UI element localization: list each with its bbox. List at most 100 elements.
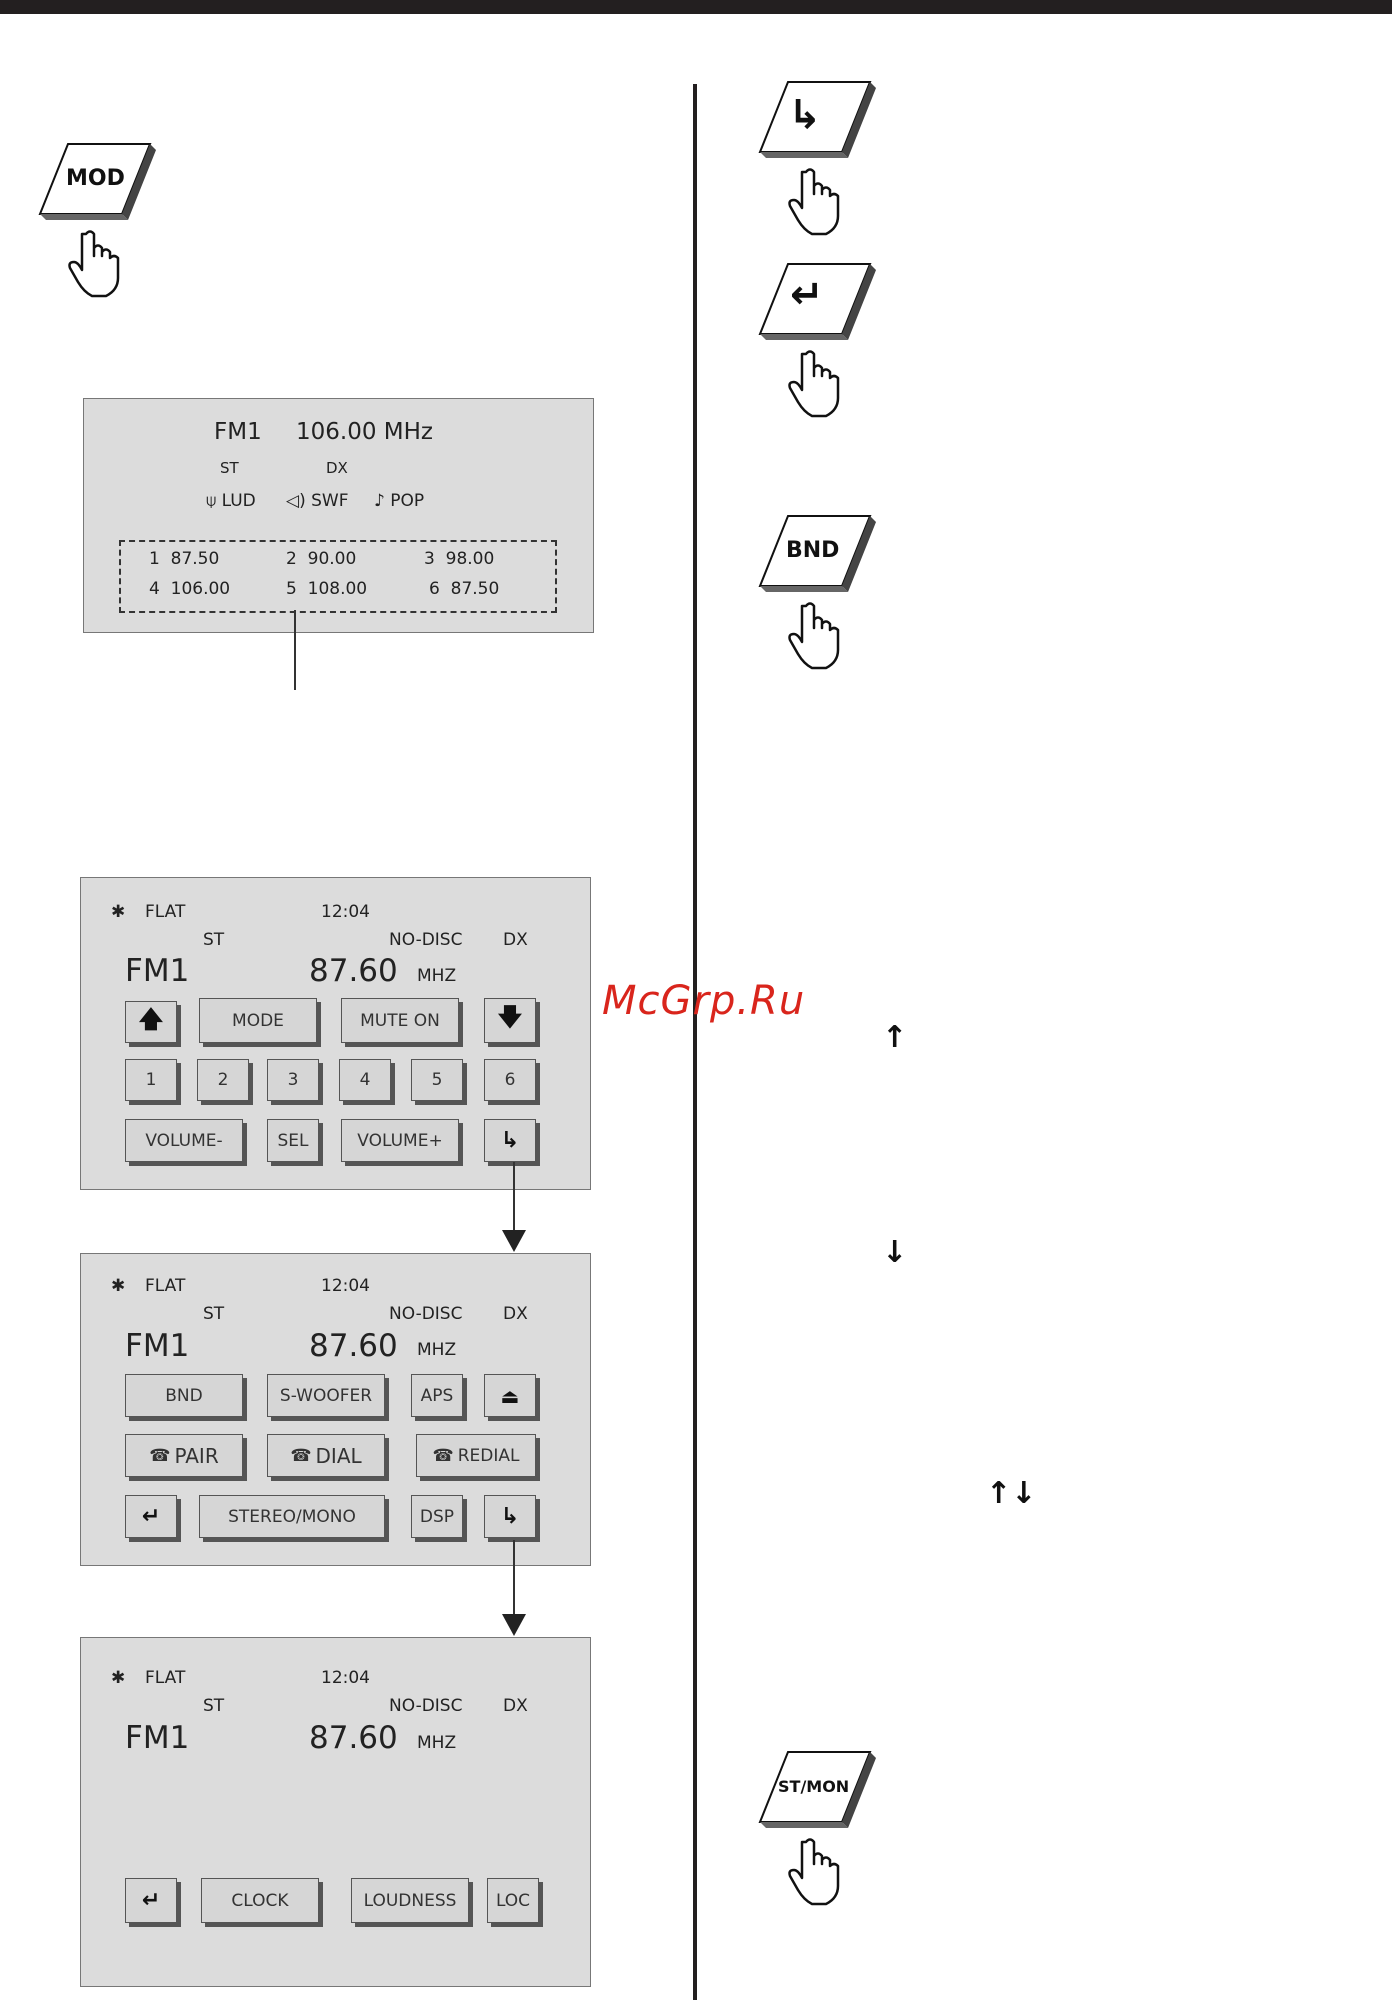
bluetooth-icon: ✱ (111, 1668, 126, 1688)
touch-screen-page-3: ✱ FLAT 12:04 ST NO-DISC DX FM1 87.60 MHZ… (80, 1637, 591, 1987)
next-page-button[interactable]: ↳ (484, 1119, 536, 1162)
phone-icon: ☎ (149, 1445, 171, 1466)
bluetooth-icon: ✱ (111, 902, 126, 922)
dial-button[interactable]: ☎DIAL (267, 1434, 385, 1477)
mod-key-button[interactable]: MOD (38, 140, 158, 220)
bluetooth-icon: ✱ (111, 1276, 126, 1296)
back-button[interactable]: ↵ (125, 1495, 177, 1538)
swf-label: SWF (311, 491, 349, 511)
return-icon: ↵ (141, 1504, 161, 1529)
eq-label: FLAT (145, 1668, 186, 1688)
preset-list-box (119, 540, 557, 613)
loc-button[interactable]: LOC (487, 1878, 539, 1923)
stereo-indicator: ST (203, 1304, 225, 1324)
stereo-indicator: ST (203, 930, 225, 950)
frequency-label: 87.60 (309, 1328, 398, 1364)
bnd-button[interactable]: BND (125, 1374, 243, 1417)
unit-label: MHZ (417, 966, 457, 986)
phone-icon: ☎ (432, 1445, 454, 1466)
band-label: FM1 (125, 953, 190, 989)
flow-line-1 (513, 1162, 515, 1242)
lud-label: LUD (221, 491, 256, 511)
seek-down-button[interactable]: 🡇 (484, 998, 536, 1043)
preset-item[interactable]: 5 108.00 (286, 579, 368, 599)
stereo-indicator: ST (220, 459, 239, 477)
band-label: FM1 (214, 419, 262, 445)
dx-indicator: DX (503, 930, 528, 950)
st-mon-key-button[interactable]: ST/MON (758, 1748, 878, 1828)
no-disc-indicator: NO-DISC (389, 930, 463, 950)
sel-button[interactable]: SEL (267, 1119, 319, 1162)
clock-display: 12:04 (321, 1276, 370, 1296)
eq-label: FLAT (145, 902, 186, 922)
mute-button[interactable]: MUTE ON (341, 998, 459, 1043)
no-disc-indicator: NO-DISC (389, 1304, 463, 1324)
return-key-button[interactable]: ↵ (758, 260, 878, 340)
hand-pointer-icon (786, 166, 846, 240)
next-page-icon: ↳ (788, 92, 822, 138)
preset-item[interactable]: 2 90.00 (286, 549, 357, 569)
bnd-key-button[interactable]: BND (758, 512, 878, 592)
next-page-button[interactable]: ↳ (484, 1495, 536, 1538)
dial-label: DIAL (315, 1443, 362, 1468)
preset-3-button[interactable]: 3 (267, 1059, 319, 1101)
pair-button[interactable]: ☎PAIR (125, 1434, 243, 1477)
dx-indicator: DX (503, 1304, 528, 1324)
bnd-key-label: BND (786, 538, 840, 563)
eject-button[interactable]: ⏏ (484, 1374, 536, 1417)
band-label: FM1 (125, 1328, 190, 1364)
frequency-label: 106.00 MHz (296, 419, 434, 445)
subwoofer-button[interactable]: S-WOOFER (267, 1374, 385, 1417)
pop-row: ♪ POP (374, 491, 424, 511)
arrow-down-icon: ↓ (882, 1235, 908, 1270)
dsp-button[interactable]: DSP (411, 1495, 463, 1538)
lud-row: ⍦ LUD (206, 491, 256, 511)
hand-pointer-icon (786, 1836, 846, 1910)
dx-indicator: DX (326, 459, 348, 477)
touch-screen-page-2: ✱ FLAT 12:04 ST NO-DISC DX FM1 87.60 MHZ… (80, 1253, 591, 1566)
preset-1-button[interactable]: 1 (125, 1059, 177, 1101)
pop-label: POP (390, 491, 425, 511)
arrow-up-down-icon: ↑↓ (986, 1476, 1037, 1511)
volume-down-button[interactable]: VOLUME- (125, 1119, 243, 1162)
header-bar (0, 0, 1392, 14)
mod-key-label: MOD (66, 166, 125, 191)
clock-button[interactable]: CLOCK (201, 1878, 319, 1923)
mode-button[interactable]: MODE (199, 998, 317, 1043)
return-icon: ↵ (790, 272, 824, 318)
seek-up-button[interactable]: 🡅 (125, 1001, 177, 1043)
loudness-button[interactable]: LOUDNESS (351, 1878, 469, 1923)
return-icon: ↵ (141, 1888, 161, 1913)
back-button[interactable]: ↵ (125, 1878, 177, 1923)
next-page-icon: ↳ (500, 1128, 520, 1153)
stereo-indicator: ST (203, 1696, 225, 1716)
watermark-text: McGrp.Ru (602, 978, 806, 1024)
preset-item[interactable]: 4 106.00 (149, 579, 231, 599)
arrow-up-icon: 🡅 (138, 1004, 164, 1033)
preset-2-button[interactable]: 2 (197, 1059, 249, 1101)
no-disc-indicator: NO-DISC (389, 1696, 463, 1716)
hand-pointer-icon (786, 348, 846, 422)
preset-item[interactable]: 1 87.50 (149, 549, 220, 569)
arrow-down-icon: 🡇 (497, 1003, 523, 1031)
speaker-icon: ◁) (286, 491, 306, 511)
volume-up-button[interactable]: VOLUME+ (341, 1119, 459, 1162)
touch-screen-page-1: ✱ FLAT 12:04 ST NO-DISC DX FM1 87.60 MHZ… (80, 877, 591, 1190)
preset-6-button[interactable]: 6 (484, 1059, 536, 1101)
column-divider (693, 84, 697, 2000)
preset-5-button[interactable]: 5 (411, 1059, 463, 1101)
stereo-mono-button[interactable]: STEREO/MONO (199, 1495, 385, 1538)
frequency-label: 87.60 (309, 953, 398, 989)
st-mon-key-label: ST/MON (778, 1777, 850, 1796)
preset-item[interactable]: 6 87.50 (429, 579, 500, 599)
frequency-label: 87.60 (309, 1720, 398, 1756)
preset-lcd-screen: FM1 106.00 MHz ST DX ⍦ LUD ◁) SWF ♪ POP … (83, 398, 594, 633)
redial-button[interactable]: ☎REDIAL (416, 1434, 536, 1477)
callout-line (294, 610, 296, 690)
next-page-key-button[interactable]: ↳ (758, 78, 878, 158)
aps-button[interactable]: APS (411, 1374, 463, 1417)
eq-label: FLAT (145, 1276, 186, 1296)
preset-item[interactable]: 3 98.00 (424, 549, 495, 569)
unit-label: MHZ (417, 1340, 457, 1360)
preset-4-button[interactable]: 4 (339, 1059, 391, 1101)
